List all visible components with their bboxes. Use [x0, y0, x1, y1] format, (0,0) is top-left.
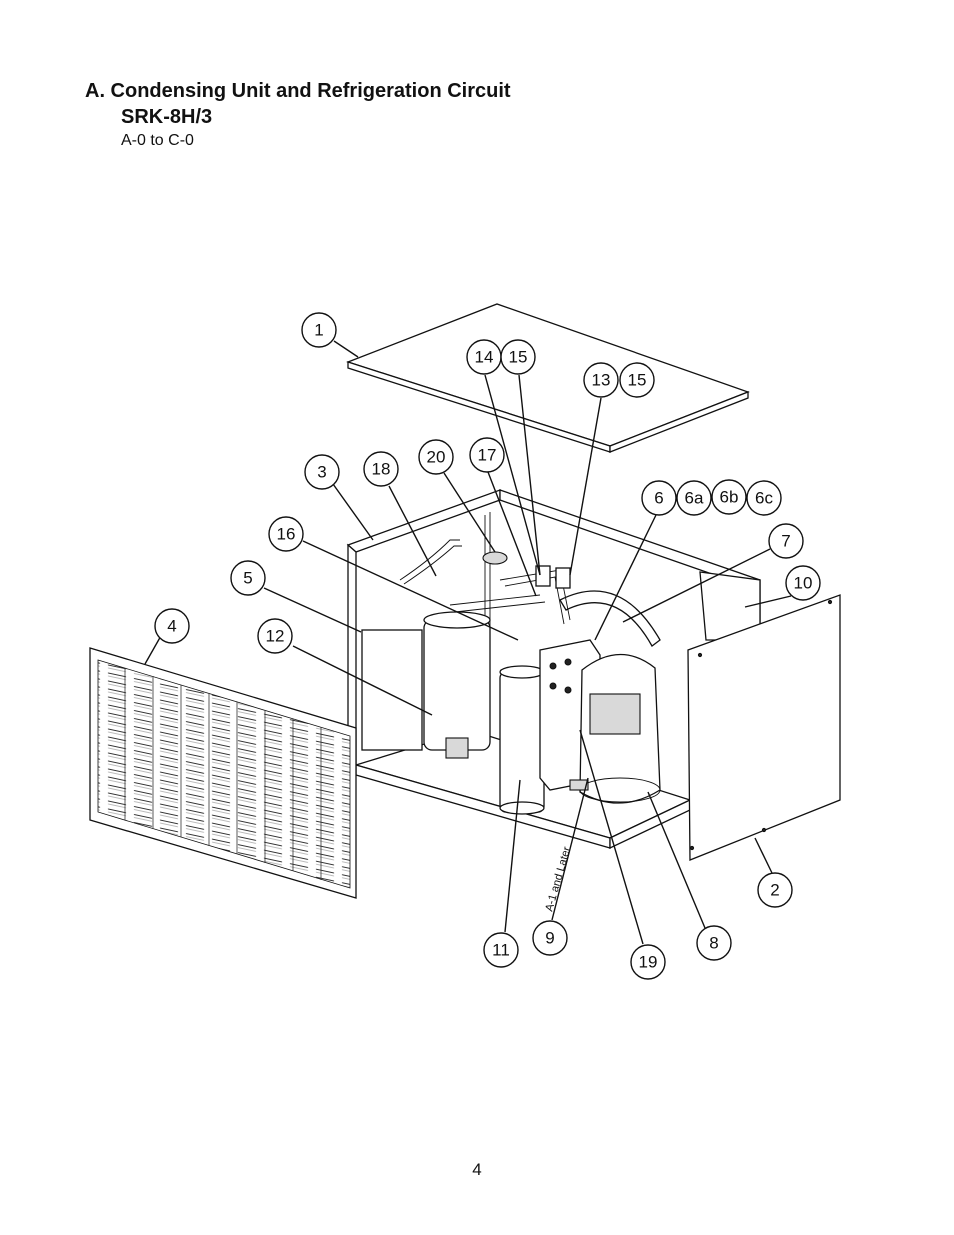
svg-text:14: 14 [475, 348, 494, 367]
compressor [569, 653, 661, 804]
svg-text:10: 10 [794, 574, 813, 593]
callout-15b: 15 [619, 362, 655, 398]
callout-4: 4 [154, 608, 190, 644]
svg-text:15: 15 [509, 348, 528, 367]
callout-6a: 6a [676, 480, 712, 516]
svg-text:6c: 6c [755, 489, 773, 508]
svg-text:4: 4 [167, 617, 176, 636]
callout-19: 19 [630, 944, 666, 980]
svg-text:9: 9 [545, 929, 554, 948]
svg-text:6a: 6a [685, 489, 704, 508]
svg-text:7: 7 [781, 532, 790, 551]
callout-13: 13 [583, 362, 619, 398]
callout-16: 16 [268, 516, 304, 552]
svg-text:19: 19 [639, 953, 658, 972]
callout-20: 20 [418, 439, 454, 475]
svg-text:5: 5 [243, 569, 252, 588]
callout-8: 8 [696, 925, 732, 961]
cabinet-frame [346, 489, 761, 771]
svg-text:6b: 6b [720, 488, 739, 507]
callout-3: 3 [304, 454, 340, 490]
callout-15: 15 [500, 339, 536, 375]
svg-text:15: 15 [628, 371, 647, 390]
accumulator [499, 665, 545, 815]
svg-text:12: 12 [266, 627, 285, 646]
callout-9: 9 [532, 920, 568, 956]
callout-10: 10 [785, 565, 821, 601]
svg-text:6: 6 [654, 489, 663, 508]
svg-text:11: 11 [492, 941, 510, 960]
callout-17: 17 [469, 437, 505, 473]
front-grille-panel [89, 647, 357, 899]
svg-text:8: 8 [709, 934, 718, 953]
svg-text:1: 1 [314, 321, 323, 340]
svg-text:18: 18 [372, 460, 391, 479]
callout-6c: 6c [746, 480, 782, 516]
callout-7: 7 [768, 523, 804, 559]
leader-lines [144, 340, 792, 945]
callout-14: 14 [466, 339, 502, 375]
svg-text:2: 2 [770, 881, 779, 900]
receiver-tank [361, 611, 491, 759]
svg-text:20: 20 [427, 448, 446, 467]
svg-text:16: 16 [277, 525, 296, 544]
callout-5: 5 [230, 560, 266, 596]
page-number: 4 [472, 1160, 482, 1179]
callout-11: 11 [483, 932, 519, 968]
svg-text:17: 17 [478, 446, 497, 465]
callout-1: 1 [301, 312, 337, 348]
svg-text:13: 13 [592, 371, 611, 390]
callout-2: 2 [757, 872, 793, 908]
callout-6b: 6b [711, 479, 747, 515]
model-name: SRK-8H/3 [121, 106, 213, 128]
right-side-panel [687, 594, 841, 861]
page-title: A. Condensing Unit and Refrigeration Cir… [85, 80, 511, 102]
fan-shroud [559, 590, 661, 647]
svg-text:3: 3 [317, 463, 326, 482]
callout-6: 6 [641, 480, 677, 516]
refrigerant-piping [399, 539, 571, 625]
callout-18: 18 [363, 451, 399, 487]
serial-range: A-0 to C-0 [121, 132, 194, 149]
top-panel [346, 303, 750, 453]
callout-12: 12 [257, 618, 293, 654]
